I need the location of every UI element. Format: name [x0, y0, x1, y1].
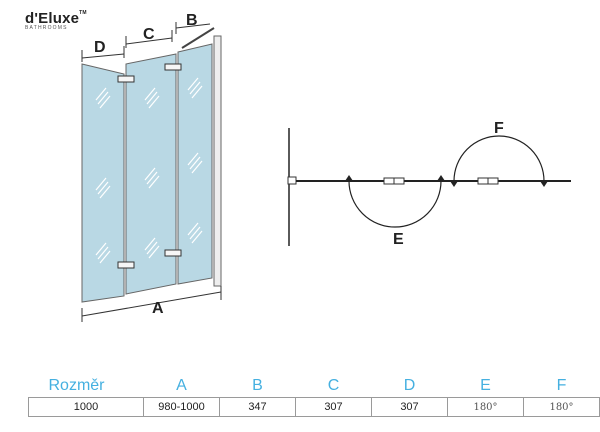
swing-arrows: [345, 175, 548, 187]
cell-rozmer: 1000: [28, 397, 144, 417]
glass-panel-b: [177, 43, 213, 285]
top-view: E F: [287, 120, 571, 248]
bottom-dimension-line: [81, 286, 222, 322]
cell-b: 347: [219, 397, 296, 417]
label-f: F: [494, 120, 504, 137]
hinges: [117, 63, 182, 269]
label-d: D: [94, 39, 106, 56]
top-view-hinges: [383, 177, 499, 185]
header-b: B: [252, 377, 263, 394]
header-f: F: [556, 377, 567, 394]
swing-arc-f: [453, 135, 545, 182]
cell-d: 307: [371, 397, 448, 417]
table-row: 1000 980-1000 347 307 307 180° 180°: [28, 397, 600, 417]
swing-arc-e: [348, 180, 442, 228]
table-header-row: Rozměr A B C D E F: [29, 375, 600, 398]
header-a: A: [176, 377, 187, 394]
glass-panel-c: [125, 53, 177, 295]
header-rozmer: Rozměr: [48, 377, 105, 394]
cell-f: 180°: [523, 397, 600, 417]
brand-subtitle: BATHROOMS: [25, 25, 68, 31]
label-a: A: [152, 300, 164, 317]
label-c: C: [143, 26, 155, 43]
wall-profile: [213, 35, 222, 287]
glass-reflections: [95, 77, 203, 264]
cell-a: 980-1000: [143, 397, 220, 417]
header-e: E: [480, 377, 491, 394]
front-view: D C B A: [81, 12, 222, 322]
top-dimension-lines: [81, 22, 211, 62]
product-drawing: D C B A E F: [81, 12, 571, 322]
brand-logo: d'EluxeTM BATHROOMS: [25, 10, 87, 31]
brand-name: d'Eluxe: [25, 10, 80, 27]
dimensions-table: Rozměr A B C D E F 1000 980-1000 347 307…: [28, 375, 600, 417]
stabilizer-bar: [181, 27, 215, 49]
glass-panel-d: [81, 63, 125, 303]
brand-trademark: TM: [79, 10, 87, 16]
header-d: D: [403, 377, 416, 394]
label-b: B: [186, 12, 198, 29]
label-e: E: [393, 231, 404, 248]
cell-e: 180°: [447, 397, 524, 417]
wall-bracket: [287, 176, 297, 185]
cell-c: 307: [295, 397, 372, 417]
header-c: C: [327, 377, 340, 394]
